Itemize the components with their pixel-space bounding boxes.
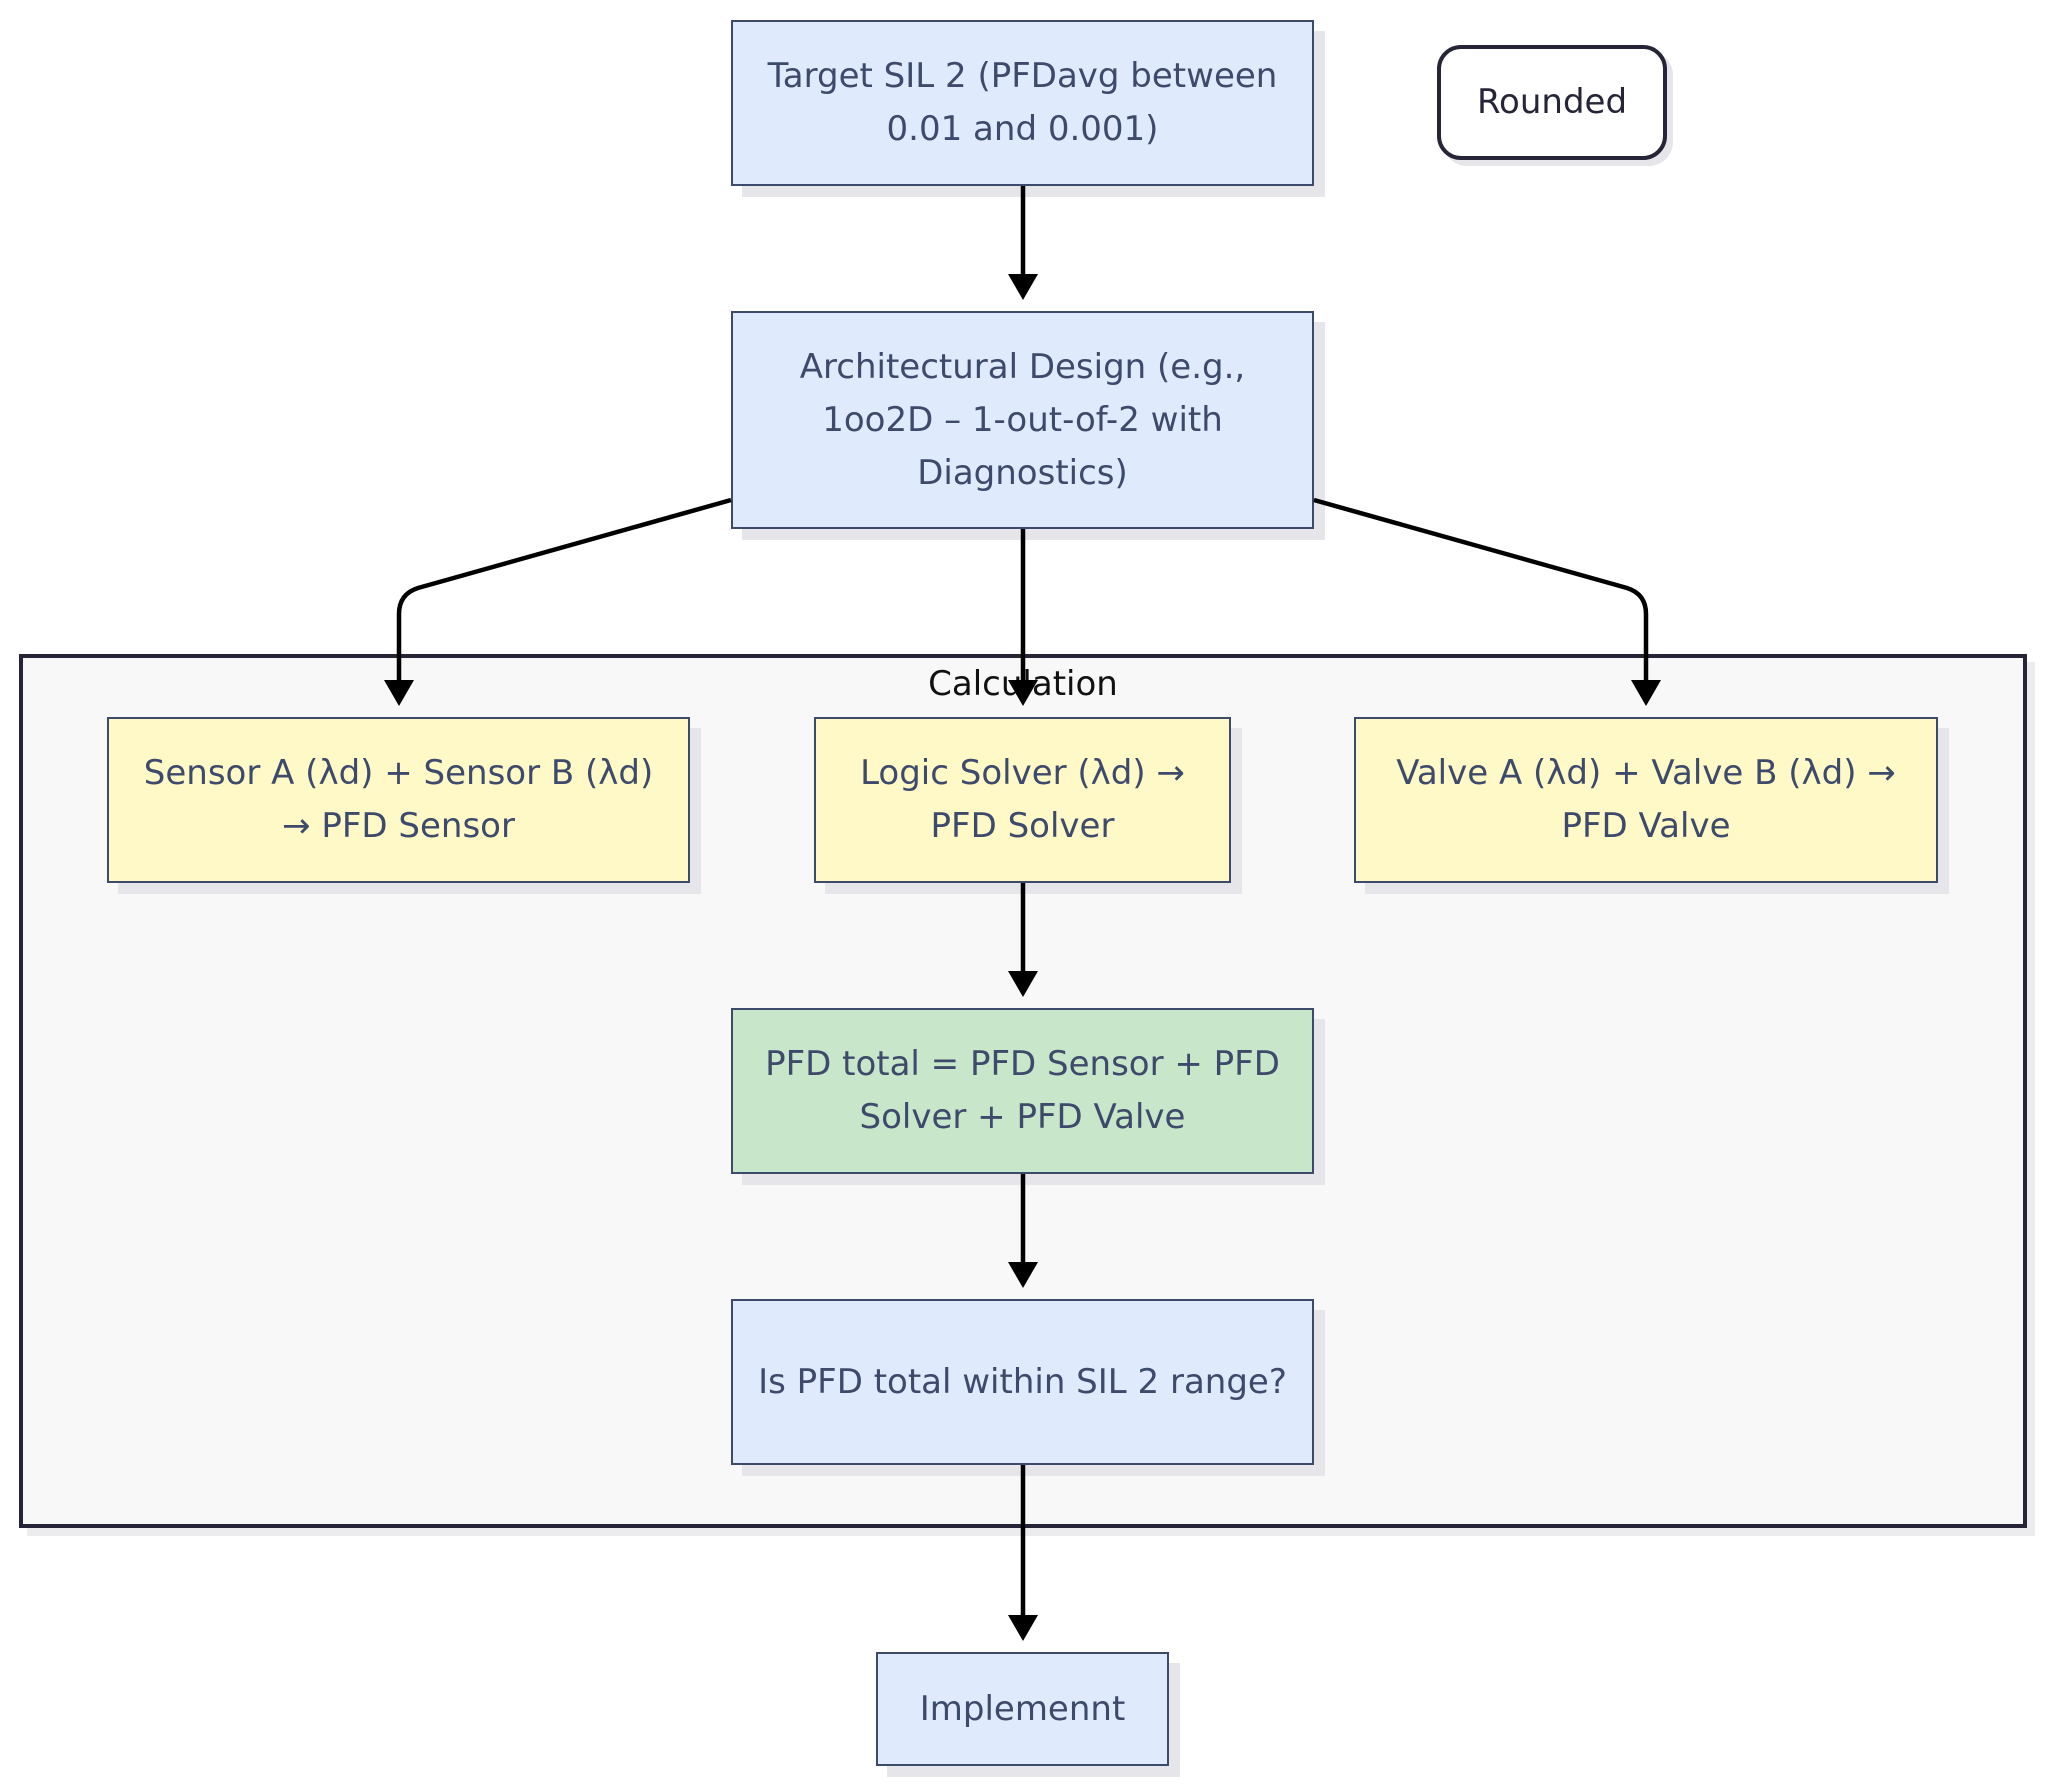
arrowhead-valve (1631, 680, 1661, 706)
node-sil-check: Is PFD total within SIL 2 range? (731, 1299, 1314, 1465)
node-target-sil: Target SIL 2 (PFDavg between 0.01 and 0.… (731, 20, 1314, 186)
arrowhead-solver (1008, 680, 1038, 706)
arrowhead-sensor (384, 680, 414, 706)
arrowhead-implement (1008, 1615, 1038, 1641)
node-sensor-label: Sensor A (λd) + Sensor B (λd) → PFD Sens… (143, 753, 654, 846)
node-target-sil-label: Target SIL 2 (PFDavg between 0.01 and 0.… (767, 56, 1278, 149)
node-implement: Implemennt (876, 1652, 1169, 1766)
node-valve-label: Valve A (λd) + Valve B (λd) → PFD Valve (1396, 753, 1896, 846)
legend-rounded-label: Rounded (1476, 82, 1628, 122)
node-sensor: Sensor A (λd) + Sensor B (λd) → PFD Sens… (107, 717, 690, 883)
node-pfd-total-label: PFD total = PFD Sensor + PFD Solver + PF… (765, 1044, 1280, 1137)
arrowhead-arch (1008, 274, 1038, 300)
node-pfd-total: PFD total = PFD Sensor + PFD Solver + PF… (731, 1008, 1314, 1174)
legend-rounded: Rounded (1437, 45, 1667, 160)
node-logic-solver-label: Logic Solver (λd) → PFD Solver (860, 753, 1185, 846)
node-architectural-design: Architectural Design (e.g., 1oo2D – 1-ou… (731, 311, 1314, 529)
node-valve: Valve A (λd) + Valve B (λd) → PFD Valve (1354, 717, 1938, 883)
node-implement-label: Implemennt (919, 1688, 1126, 1729)
arrowhead-total (1008, 971, 1038, 997)
node-architectural-design-label: Architectural Design (e.g., 1oo2D – 1-ou… (799, 346, 1246, 493)
node-logic-solver: Logic Solver (λd) → PFD Solver (814, 717, 1231, 883)
arrowhead-check (1008, 1262, 1038, 1288)
edge-arch-to-valve (1313, 497, 1649, 682)
edge-arch-to-sensor (396, 497, 732, 682)
node-sil-check-label: Is PFD total within SIL 2 range? (758, 1361, 1287, 1402)
